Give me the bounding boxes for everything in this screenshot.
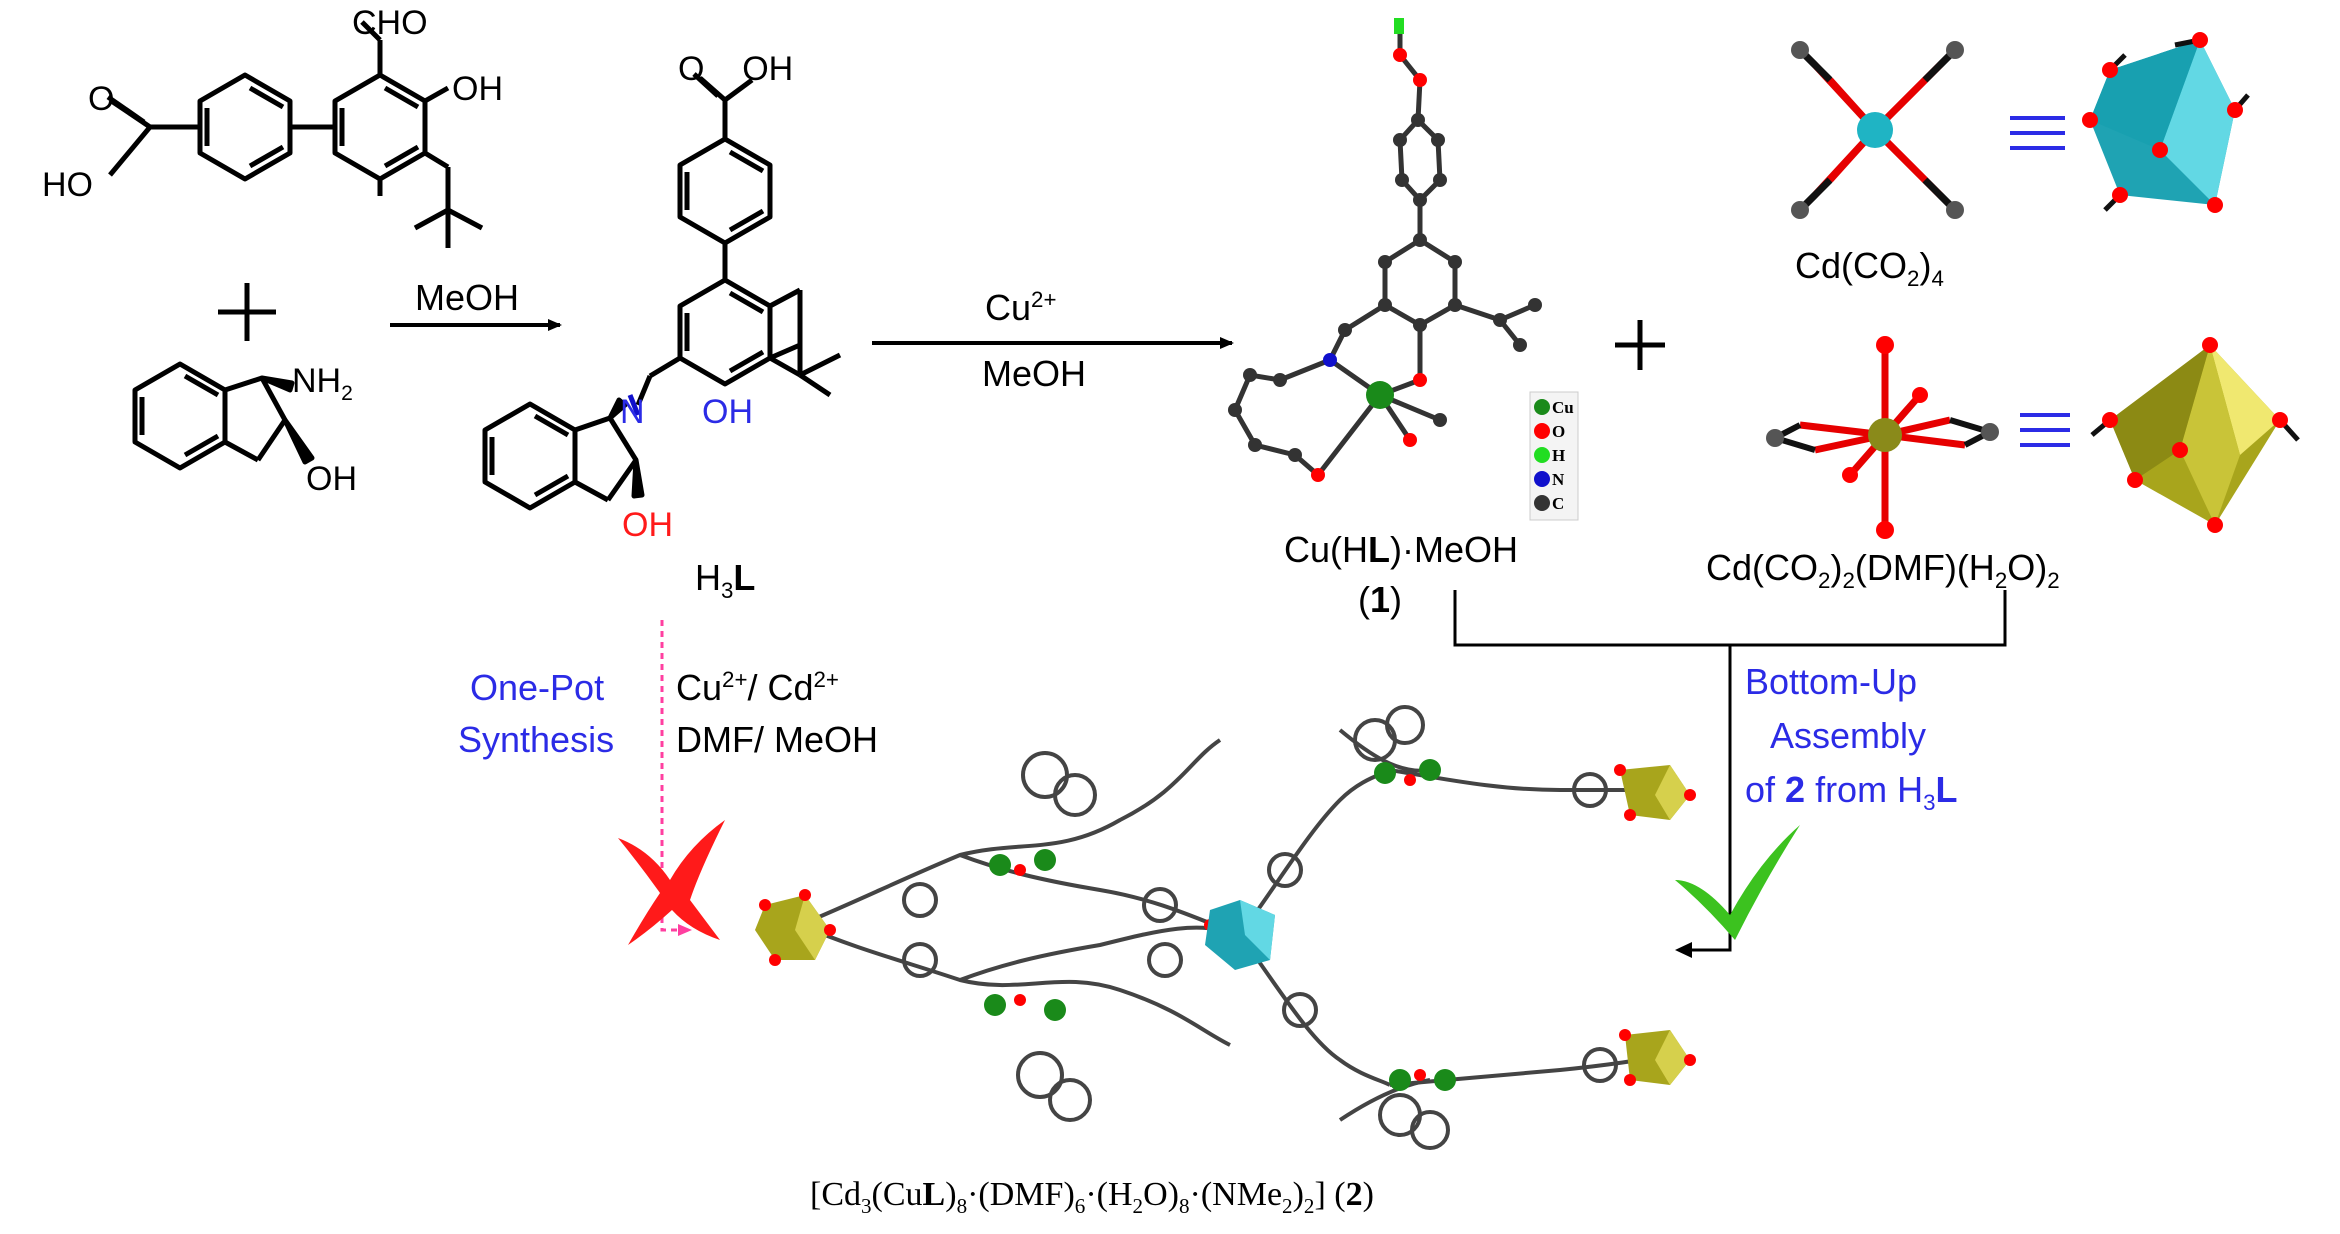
ligand-structure: [482, 72, 842, 511]
ligand-alcohol-oh-label: OH: [622, 506, 673, 544]
aldehyde-carboxyl-ho-label: HO: [42, 166, 93, 204]
step1-reagent-label: MeOH: [415, 277, 520, 318]
plus-sign-reactants: [218, 283, 276, 341]
legend-dot-h: [1534, 447, 1550, 463]
one-pot-label: One-Pot: [470, 667, 605, 708]
equivalence-sign-a: [2010, 116, 2065, 150]
ligand-phenol-oh-label: OH: [702, 393, 753, 431]
plus-sign-nodes: [1615, 320, 1665, 370]
aldehyde-reactant-structure: [106, 20, 484, 248]
aldehyde-carboxyl-o-label: O: [88, 80, 115, 118]
legend-label-n: N: [1552, 470, 1565, 489]
atom-legend: [1529, 391, 1579, 521]
imine-bond: [627, 394, 641, 416]
node-b-formula: Cd(CO2)2(DMF)(H2O)2: [1706, 547, 2060, 594]
amine-oh-label: OH: [306, 460, 357, 498]
legend-dot-c: [1534, 495, 1550, 511]
node-a-formula: Cd(CO2)4: [1795, 245, 1944, 292]
product-formula: [Cd3(CuL)8·(DMF)6·(H2O)8·(NMe2)2] (2): [810, 1176, 1374, 1218]
ligand-cooh-label: O OH: [678, 50, 794, 88]
complex1-atoms: [1228, 18, 1542, 482]
legend-dot-o: [1534, 423, 1550, 439]
legend-label-h: H: [1552, 446, 1566, 465]
product-cd-left-node: [755, 889, 836, 966]
product-cd-center-node: [1205, 900, 1275, 970]
one-pot-dotted-line: [660, 620, 692, 936]
complex1-number: (1): [1358, 579, 1403, 620]
cd-co2-4-node: [1791, 41, 1964, 219]
cd-olive-polyhedron: [2090, 337, 2300, 533]
complex1-name: Cu(HL)·MeOH: [1284, 529, 1519, 570]
check-mark-icon: [1675, 825, 1800, 940]
bottom-up-line2: Assembly: [1770, 715, 1927, 756]
cd-co2-2-dmf-h2o-2-node: [1766, 336, 1999, 539]
legend-dot-n: [1534, 471, 1550, 487]
bottom-up-line3: of 2 from H3L: [1745, 769, 1958, 816]
connector-arrowhead: [1675, 942, 1692, 958]
ligand-imine-n-label: N: [620, 393, 645, 431]
bottom-up-connector: [1453, 590, 2007, 952]
amine-nh2-label: NH2: [292, 362, 353, 405]
red-cross-icon: [618, 820, 725, 945]
aldehyde-oh-label: OH: [452, 70, 503, 108]
synthesis-label: Synthesis: [458, 719, 615, 760]
bottom-up-line1: Bottom-Up: [1745, 661, 1918, 702]
product-cu-atoms: [984, 759, 1456, 1091]
step2-reagent-label: Cu2+: [985, 287, 1057, 328]
legend-label-c: C: [1552, 494, 1565, 513]
legend-label-o: O: [1552, 422, 1566, 441]
product-cd-top-right-node: [1614, 764, 1696, 821]
aminoindanol-reactant-structure: [132, 361, 315, 471]
one-pot-solvent-conditions: DMF/ MeOH: [676, 719, 878, 760]
legend-dot-cu: [1534, 399, 1550, 415]
one-pot-metal-conditions: Cu2+/ Cd2+: [676, 667, 839, 708]
legend-label-cu: Cu: [1552, 398, 1574, 417]
ligand-name: H3L: [695, 557, 756, 604]
product-cd-bottom-right-node: [1619, 1029, 1696, 1086]
step2-solvent-label: MeOH: [982, 353, 1087, 394]
aldehyde-cho-label: CHO: [352, 4, 428, 42]
cd-teal-polyhedron: [2082, 32, 2250, 213]
equivalence-sign-b: [2020, 413, 2070, 447]
